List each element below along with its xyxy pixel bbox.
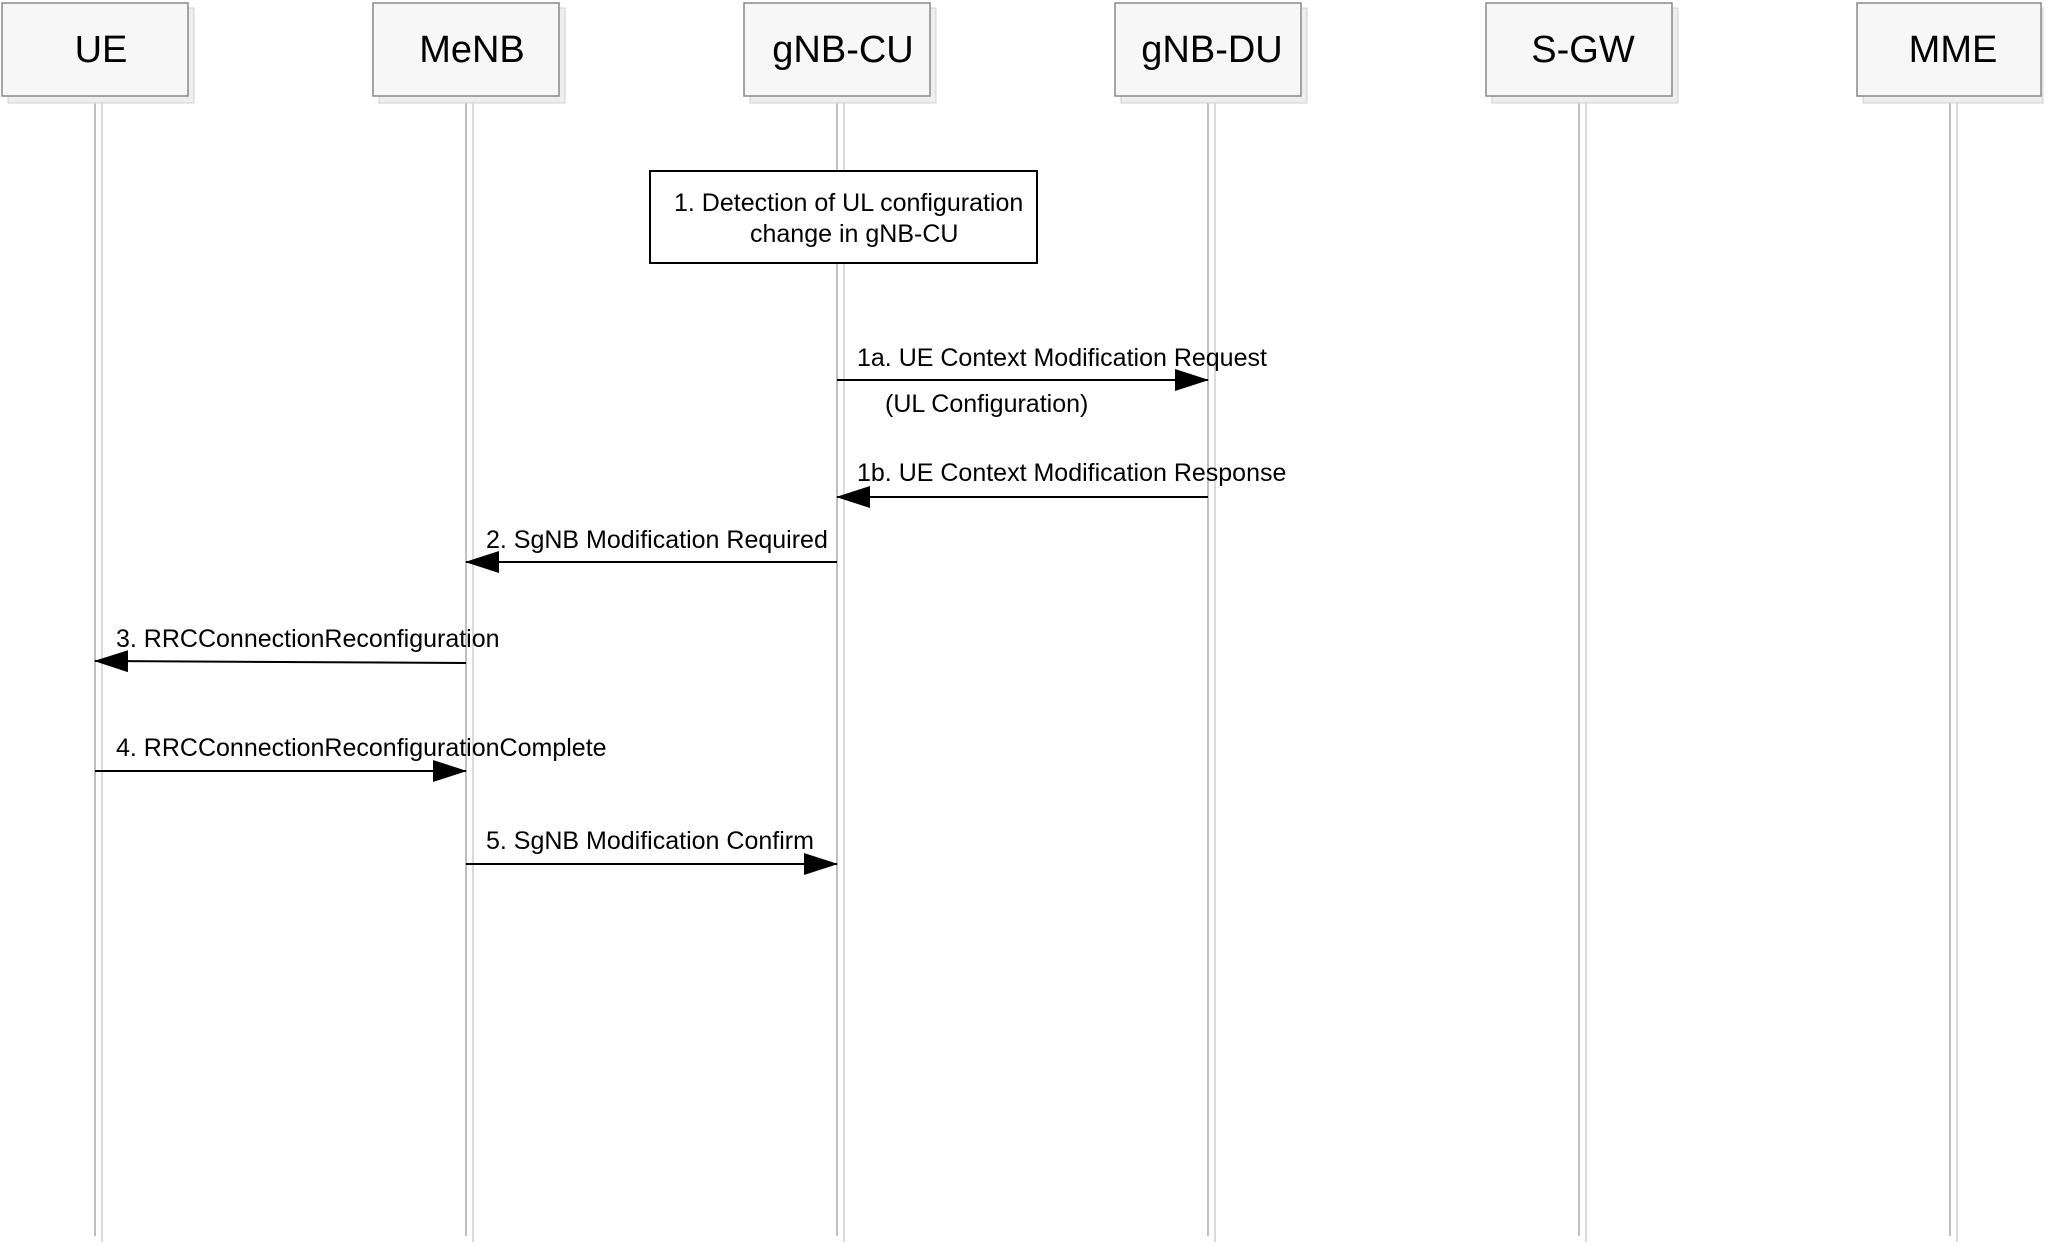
message-label: 1a. UE Context Modification Request <box>857 344 1267 372</box>
lifeline-gnb-du <box>1207 96 1216 1242</box>
message-arrow <box>94 650 467 673</box>
participant-menb: MeNB <box>372 2 566 104</box>
note-detection: 1. Detection of UL configuration change … <box>649 170 1038 264</box>
message-1a: 1a. UE Context Modification Request (UL … <box>837 344 1267 418</box>
lifeline-menb <box>465 96 474 1242</box>
message-label: 1b. UE Context Modification Response <box>857 459 1286 487</box>
message-label: 2. SgNB Modification Required <box>486 526 828 554</box>
participant-gnb-du: gNB-DU <box>1114 2 1308 104</box>
message-2: 2. SgNB Modification Required <box>465 526 837 573</box>
message-5: 5. SgNB Modification Confirm <box>466 827 838 875</box>
lifeline-sgw <box>1578 96 1587 1242</box>
participant-label: S-GW <box>1531 29 1635 71</box>
message-label: 4. RRCConnectionReconfigurationComplete <box>116 734 607 762</box>
participant-label: MeNB <box>419 29 525 71</box>
lifeline-mme <box>1949 96 1958 1242</box>
message-sublabel: (UL Configuration) <box>885 390 1088 418</box>
message-4: 4. RRCConnectionReconfigurationComplete <box>95 734 607 782</box>
message-label: 3. RRCConnectionReconfiguration <box>116 625 500 653</box>
message-3: 3. RRCConnectionReconfiguration <box>94 625 500 673</box>
participant-label: MME <box>1909 29 1998 71</box>
participant-label: UE <box>75 29 128 71</box>
participant-sgw: S-GW <box>1485 2 1679 104</box>
participant-label: gNB-DU <box>1141 29 1282 71</box>
note-line-1: 1. Detection of UL configuration <box>674 189 1023 217</box>
participant-ue: UE <box>1 2 195 104</box>
participant-gnb-cu: gNB-CU <box>743 2 937 104</box>
message-label: 5. SgNB Modification Confirm <box>486 827 814 855</box>
participant-mme: MME <box>1856 2 2044 104</box>
lifeline-gnb-cu <box>836 96 845 1242</box>
participant-label: gNB-CU <box>772 29 913 71</box>
note-line-2: change in gNB-CU <box>750 220 958 248</box>
message-1b: 1b. UE Context Modification Response <box>836 459 1286 508</box>
lifeline-ue <box>94 96 103 1242</box>
